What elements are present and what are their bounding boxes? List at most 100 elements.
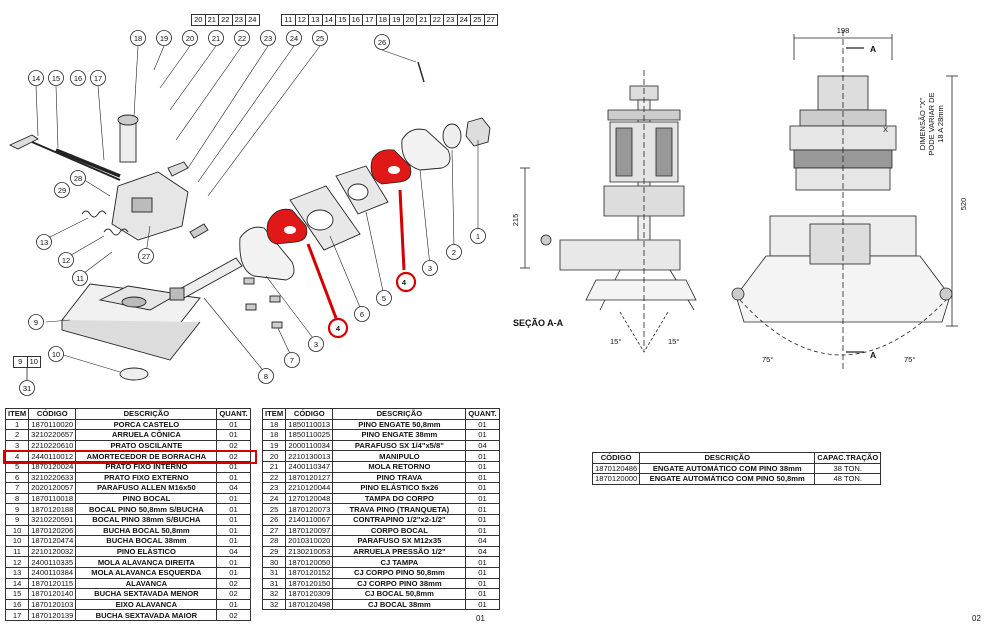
cell-codigo: 2210130013 [285,450,334,462]
cell-quant: 01 [465,460,500,473]
header-capac: CAPAC.TRAÇÃO [814,452,882,464]
callout-5: 5 [376,290,392,306]
svg-text:7: 7 [290,356,294,365]
callout-7: 7 [284,352,300,368]
callout-2: 2 [446,244,462,260]
cell-quant: 01 [465,524,500,537]
callout-28: 28 [70,170,86,186]
cell-quant: 01 [216,429,251,441]
cell-item: 29 [261,545,287,558]
cell-descricao: PINO ENGATE 38mm [332,429,467,441]
svg-text:18: 18 [134,34,142,43]
callout-14: 14 [28,70,44,86]
cell-descricao: PARAFUSO SX 1/4"x5/8" [332,439,467,452]
cell-quant: 01 [465,566,500,579]
header-item: ITEM [261,408,287,420]
svg-text:29: 29 [58,186,66,195]
ref-a-24: 24 [245,14,260,26]
cell-item: 10 [4,524,30,537]
cell-codigo: 1870120140 [28,588,77,600]
reference-small-label: 31 [23,384,31,393]
cell-item: 17 [4,609,30,621]
callout-18: 18 [130,30,146,46]
cell-quant: 01 [216,556,251,568]
header-codigo: CÓDIGO [285,408,334,420]
cell-item: 21 [261,460,287,473]
cell-quant: 02 [216,588,251,600]
cell-quant: 02 [216,577,251,590]
svg-text:11: 11 [76,274,84,283]
cell-item: 1 [4,418,30,431]
cell-quant: 01 [216,566,251,579]
svg-text:10: 10 [52,350,60,359]
dim-note-line-1: DIMENSÃO "X" [918,97,927,150]
cell-codigo: 2210120044 [285,482,334,494]
cell-quant: 01 [465,513,500,526]
callout-27: 27 [138,248,154,264]
svg-text:20: 20 [186,34,194,43]
cell-quant: 01 [465,556,500,568]
engage-pin [119,119,137,163]
callout-13: 13 [36,234,52,250]
cell-codigo: 1870120498 [285,598,334,611]
ref-b-27: 27 [483,14,498,26]
svg-text:27: 27 [142,252,150,261]
pin-bocal-8 [177,257,243,299]
cell-descricao: PRATO FIXO EXTERNO [75,471,218,484]
cell-descricao: CORPO BOCAL [332,524,467,537]
highlight-box [3,450,257,464]
cell-quant: 01 [465,482,500,494]
cell-codigo: 2400110335 [28,556,77,568]
cell-item: 24 [261,492,287,505]
cell-quant: 04 [216,482,251,494]
cell-item: 32 [261,588,287,600]
cell-quant: 04 [465,439,500,452]
cell-codigo: 1870120150 [285,577,334,590]
cell-descricao: CJ TAMPA [332,556,467,568]
callout-24: 24 [286,30,302,46]
svg-text:12: 12 [62,256,70,265]
cell-codigo: 2020120057 [28,482,77,494]
cell-codigo: 3210220591 [28,513,77,526]
angle-75-left: 75° [762,355,773,364]
cell-descricao: EIXO ALAVANCA [75,598,218,611]
svg-text:21: 21 [212,34,220,43]
front-view-drawing [731,30,958,370]
cell-codigo: 2130210053 [285,545,334,558]
cell-item: 5 [4,460,30,473]
callout-4: 4 [402,278,407,287]
cell-item: 20 [261,450,287,462]
cell-item: 32 [261,598,287,611]
cell-item: 26 [261,513,287,526]
cell-quant: 01 [465,418,500,431]
header-item: ITEM [4,408,30,420]
cell-quant: 01 [216,598,251,611]
cell-item: 14 [4,577,30,590]
svg-text:9: 9 [34,318,38,327]
cell-codigo: 1870110018 [28,492,77,505]
cell-codigo: 2400110347 [285,460,334,473]
cell-codigo: 1870110020 [28,418,77,431]
dim-215: 215 [511,214,520,227]
callout-3-b: 3 [308,336,324,352]
cell-codigo: 2210120032 [28,545,77,558]
oscillating-plate-3 [239,226,295,281]
